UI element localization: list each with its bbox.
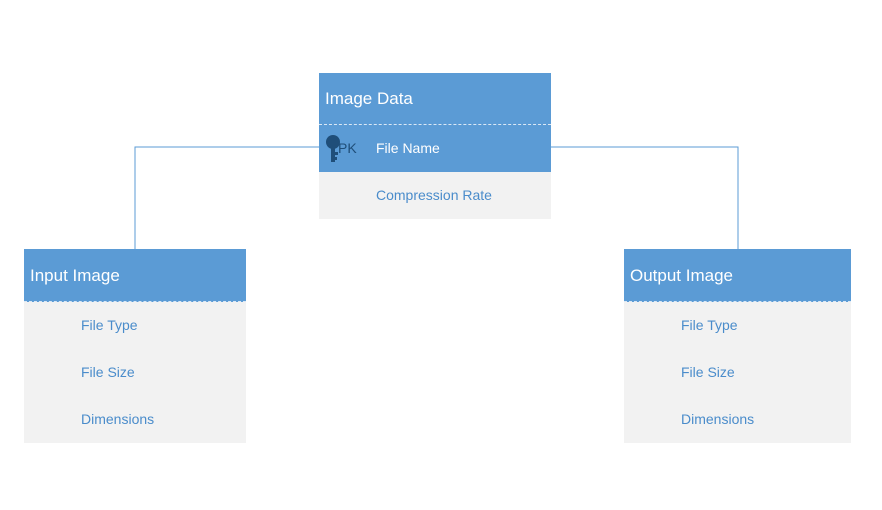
entity-title: Image Data: [319, 73, 551, 125]
entity-body: File Type File Size Dimensions: [624, 302, 851, 443]
pk-label: PK: [338, 140, 357, 156]
field-row[interactable]: File Size: [624, 349, 851, 396]
entity-title: Input Image: [24, 249, 246, 302]
primary-key-marker: PK: [325, 125, 357, 172]
field-row[interactable]: File Size: [24, 349, 246, 396]
field-row[interactable]: Compression Rate: [319, 172, 551, 219]
field-compression-rate: Compression Rate: [376, 187, 492, 203]
field-dimensions: Dimensions: [681, 411, 755, 427]
field-row[interactable]: File Type: [624, 302, 851, 349]
entity-image-data[interactable]: Image Data PK File Name Compression Rate: [319, 73, 551, 219]
entity-body: Compression Rate: [319, 172, 551, 219]
connector-image-data-to-input-image: [134, 146, 319, 249]
field-file-type: File Type: [681, 317, 738, 333]
field-file-size: File Size: [81, 364, 135, 380]
field-row[interactable]: File Type: [24, 302, 246, 349]
primary-key-row[interactable]: PK File Name: [319, 125, 551, 172]
entity-title: Output Image: [624, 249, 851, 302]
field-file-size: File Size: [681, 364, 735, 380]
field-row[interactable]: Dimensions: [624, 396, 851, 443]
entity-body: File Type File Size Dimensions: [24, 302, 246, 443]
entity-input-image[interactable]: Input Image File Type File Size Dimensio…: [24, 249, 246, 443]
field-dimensions: Dimensions: [81, 411, 155, 427]
field-row[interactable]: Dimensions: [24, 396, 246, 443]
field-file-type: File Type: [81, 317, 138, 333]
entity-output-image[interactable]: Output Image File Type File Size Dimensi…: [624, 249, 851, 443]
key-icon: [326, 134, 340, 162]
connector-image-data-to-output-image: [551, 146, 739, 249]
field-file-name: File Name: [376, 140, 440, 156]
